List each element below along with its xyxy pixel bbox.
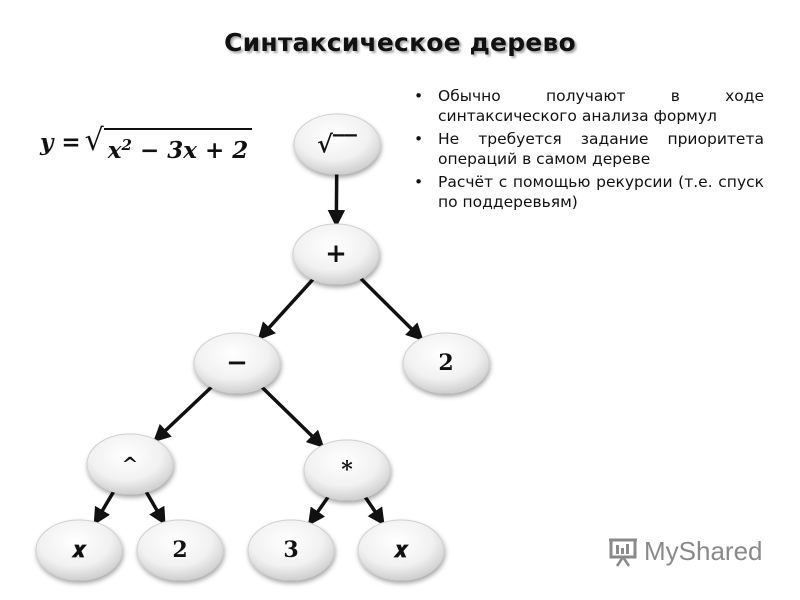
formula-radicand-rest: − 3𝒙 + 2: [131, 137, 249, 164]
tree-edge-plus-two_a: [359, 277, 424, 341]
tree-node-x_b: 𝒙: [357, 519, 445, 581]
tree-node-label: 𝒙: [393, 537, 410, 563]
bullet-list: Обычно получают в ходе синтаксического а…: [414, 86, 764, 215]
tree-node-label: *: [341, 457, 353, 483]
tree-node-ellipse: [402, 332, 490, 394]
tree-edge-pow-x_a: [93, 490, 116, 526]
formula-radicand-exponent: 2: [121, 136, 132, 154]
tree-node-ellipse: [293, 113, 381, 175]
tree-node-three: 3: [247, 519, 335, 581]
tree-edge-pow-two_b: [144, 490, 166, 526]
tree-node-label: 2: [438, 350, 453, 376]
formula-sqrt-symbol: √: [84, 123, 104, 158]
tree-node-ellipse: [303, 439, 391, 501]
tree-node-ellipse: [35, 519, 123, 581]
tree-node-mul: *: [303, 439, 391, 501]
myshared-logo: MyShared: [608, 536, 763, 567]
tree-edge-plus-minus: [257, 278, 315, 341]
tree-node-ellipse: [292, 223, 380, 285]
tree-node-ellipse: [247, 519, 335, 581]
tree-node-ellipse: [86, 433, 174, 495]
tree-node-label: 𝒙: [71, 537, 88, 563]
bullet-item: Не требуется задание приоритета операций…: [414, 129, 764, 169]
tree-node-two_a: 2: [402, 332, 490, 394]
formula-radicand: 𝒙2 − 3𝒙 + 2: [103, 128, 253, 164]
formula-lhs: 𝒚 =: [40, 129, 81, 156]
bullet-item: Расчёт с помощью рекурсии (т.е. спуск по…: [414, 172, 764, 212]
tree-node-label: √‾‾: [317, 130, 357, 159]
tree-node-x_a: 𝒙: [35, 519, 123, 581]
logo-text: MyShared: [644, 536, 763, 566]
formula-radicand-base: 𝒙: [107, 137, 122, 164]
tree-node-label: −: [226, 348, 248, 378]
tree-node-label: ^: [122, 452, 139, 476]
tree-node-sqrt: √‾‾: [293, 113, 381, 175]
tree-edge-mul-three: [307, 495, 330, 526]
tree-node-ellipse: [357, 519, 445, 581]
tree-node-label: +: [325, 239, 347, 269]
bullet-item: Обычно получают в ходе синтаксического а…: [414, 86, 764, 126]
tree-edge-mul-x_b: [363, 496, 385, 526]
presentation-board-icon: [609, 538, 637, 567]
slide-title: Синтаксическое дерево: [224, 28, 576, 57]
tree-edge-minus-mul: [260, 386, 325, 449]
tree-node-two_b: 2: [136, 519, 224, 581]
tree-node-pow: ^: [86, 433, 174, 495]
tree-edge-minus-pow: [153, 385, 213, 443]
tree-node-plus: +: [292, 223, 380, 285]
tree-node-ellipse: [193, 332, 281, 394]
tree-node-label: 2: [172, 537, 187, 563]
tree-node-label: 3: [283, 537, 298, 563]
tree-node-ellipse: [136, 519, 224, 581]
tree-node-minus: −: [193, 332, 281, 394]
formula: 𝒚 = √ 𝒙2 − 3𝒙 + 2: [40, 123, 253, 164]
